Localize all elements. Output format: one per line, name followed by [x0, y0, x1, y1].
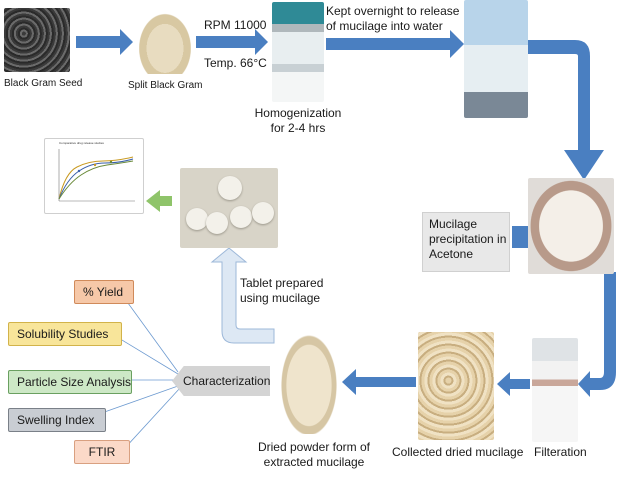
mini-chart-plot [58, 149, 135, 202]
arrow-filtration-to-collected [497, 372, 530, 396]
label-dried-powder: Dried powder form of extracted mucilage [257, 440, 371, 469]
connector-ftir [123, 387, 181, 450]
connector-solubility [111, 333, 179, 375]
arrow-seed-to-split [76, 29, 133, 55]
precipitation-label-box: Mucilage precipitation in Acetone [422, 212, 510, 272]
label-tablet-prepared: Tablet prepared using mucilage [240, 276, 324, 305]
dried-powder-image [276, 326, 342, 434]
label-black-gram-seed: Black Gram Seed [4, 78, 83, 89]
connector-yield [119, 291, 179, 373]
label-overnight: Kept overnight to release of mucilage in… [326, 4, 460, 33]
arrow-split-to-homogenizer [196, 29, 268, 55]
beaker-overnight-image [464, 0, 528, 118]
label-characterization: Characterization [183, 374, 271, 388]
arrow-precipitation-notch [512, 226, 528, 248]
test-solubility-box: Solubility Studies [8, 322, 122, 346]
mini-chart-title: Comparative drug release studies [59, 141, 104, 145]
label-filtration: Filteration [534, 445, 587, 459]
homogenizer-image [272, 2, 324, 102]
collected-dried-mucilage-image [418, 332, 494, 440]
label-split-black-gram: Split Black Gram [128, 80, 203, 91]
filtration-image [532, 338, 578, 442]
label-rpm: RPM 11000 [204, 18, 267, 32]
connector-swelling [95, 385, 179, 417]
drug-release-chart-image: Comparative drug release studies [44, 138, 144, 214]
acetone-precipitation-image [528, 178, 614, 274]
label-collected-mucilage: Collected dried mucilage [392, 445, 524, 459]
split-black-gram-image [136, 10, 194, 74]
label-temp: Temp. 66°C [204, 56, 267, 70]
characterization-arrow [172, 366, 270, 396]
tablets-image [180, 168, 278, 248]
black-gram-seed-image [4, 8, 70, 72]
test-yield-box: % Yield [74, 280, 134, 304]
arrow-tablet-to-chart [146, 190, 172, 212]
arrow-powder-to-tablet [210, 247, 275, 344]
test-ftir-box: FTIR [74, 440, 130, 464]
arrow-homogenizer-to-beaker [326, 30, 464, 58]
arrow-precipitation-to-filtration [578, 272, 616, 397]
test-particle-size-box: Particle Size Analysis [8, 370, 132, 394]
arrow-beaker-to-precipitation [528, 40, 604, 180]
label-homogenization: Homogenization for 2-4 hrs [254, 106, 342, 135]
arrow-collected-to-powder [342, 369, 416, 395]
test-swelling-box: Swelling Index [8, 408, 106, 432]
